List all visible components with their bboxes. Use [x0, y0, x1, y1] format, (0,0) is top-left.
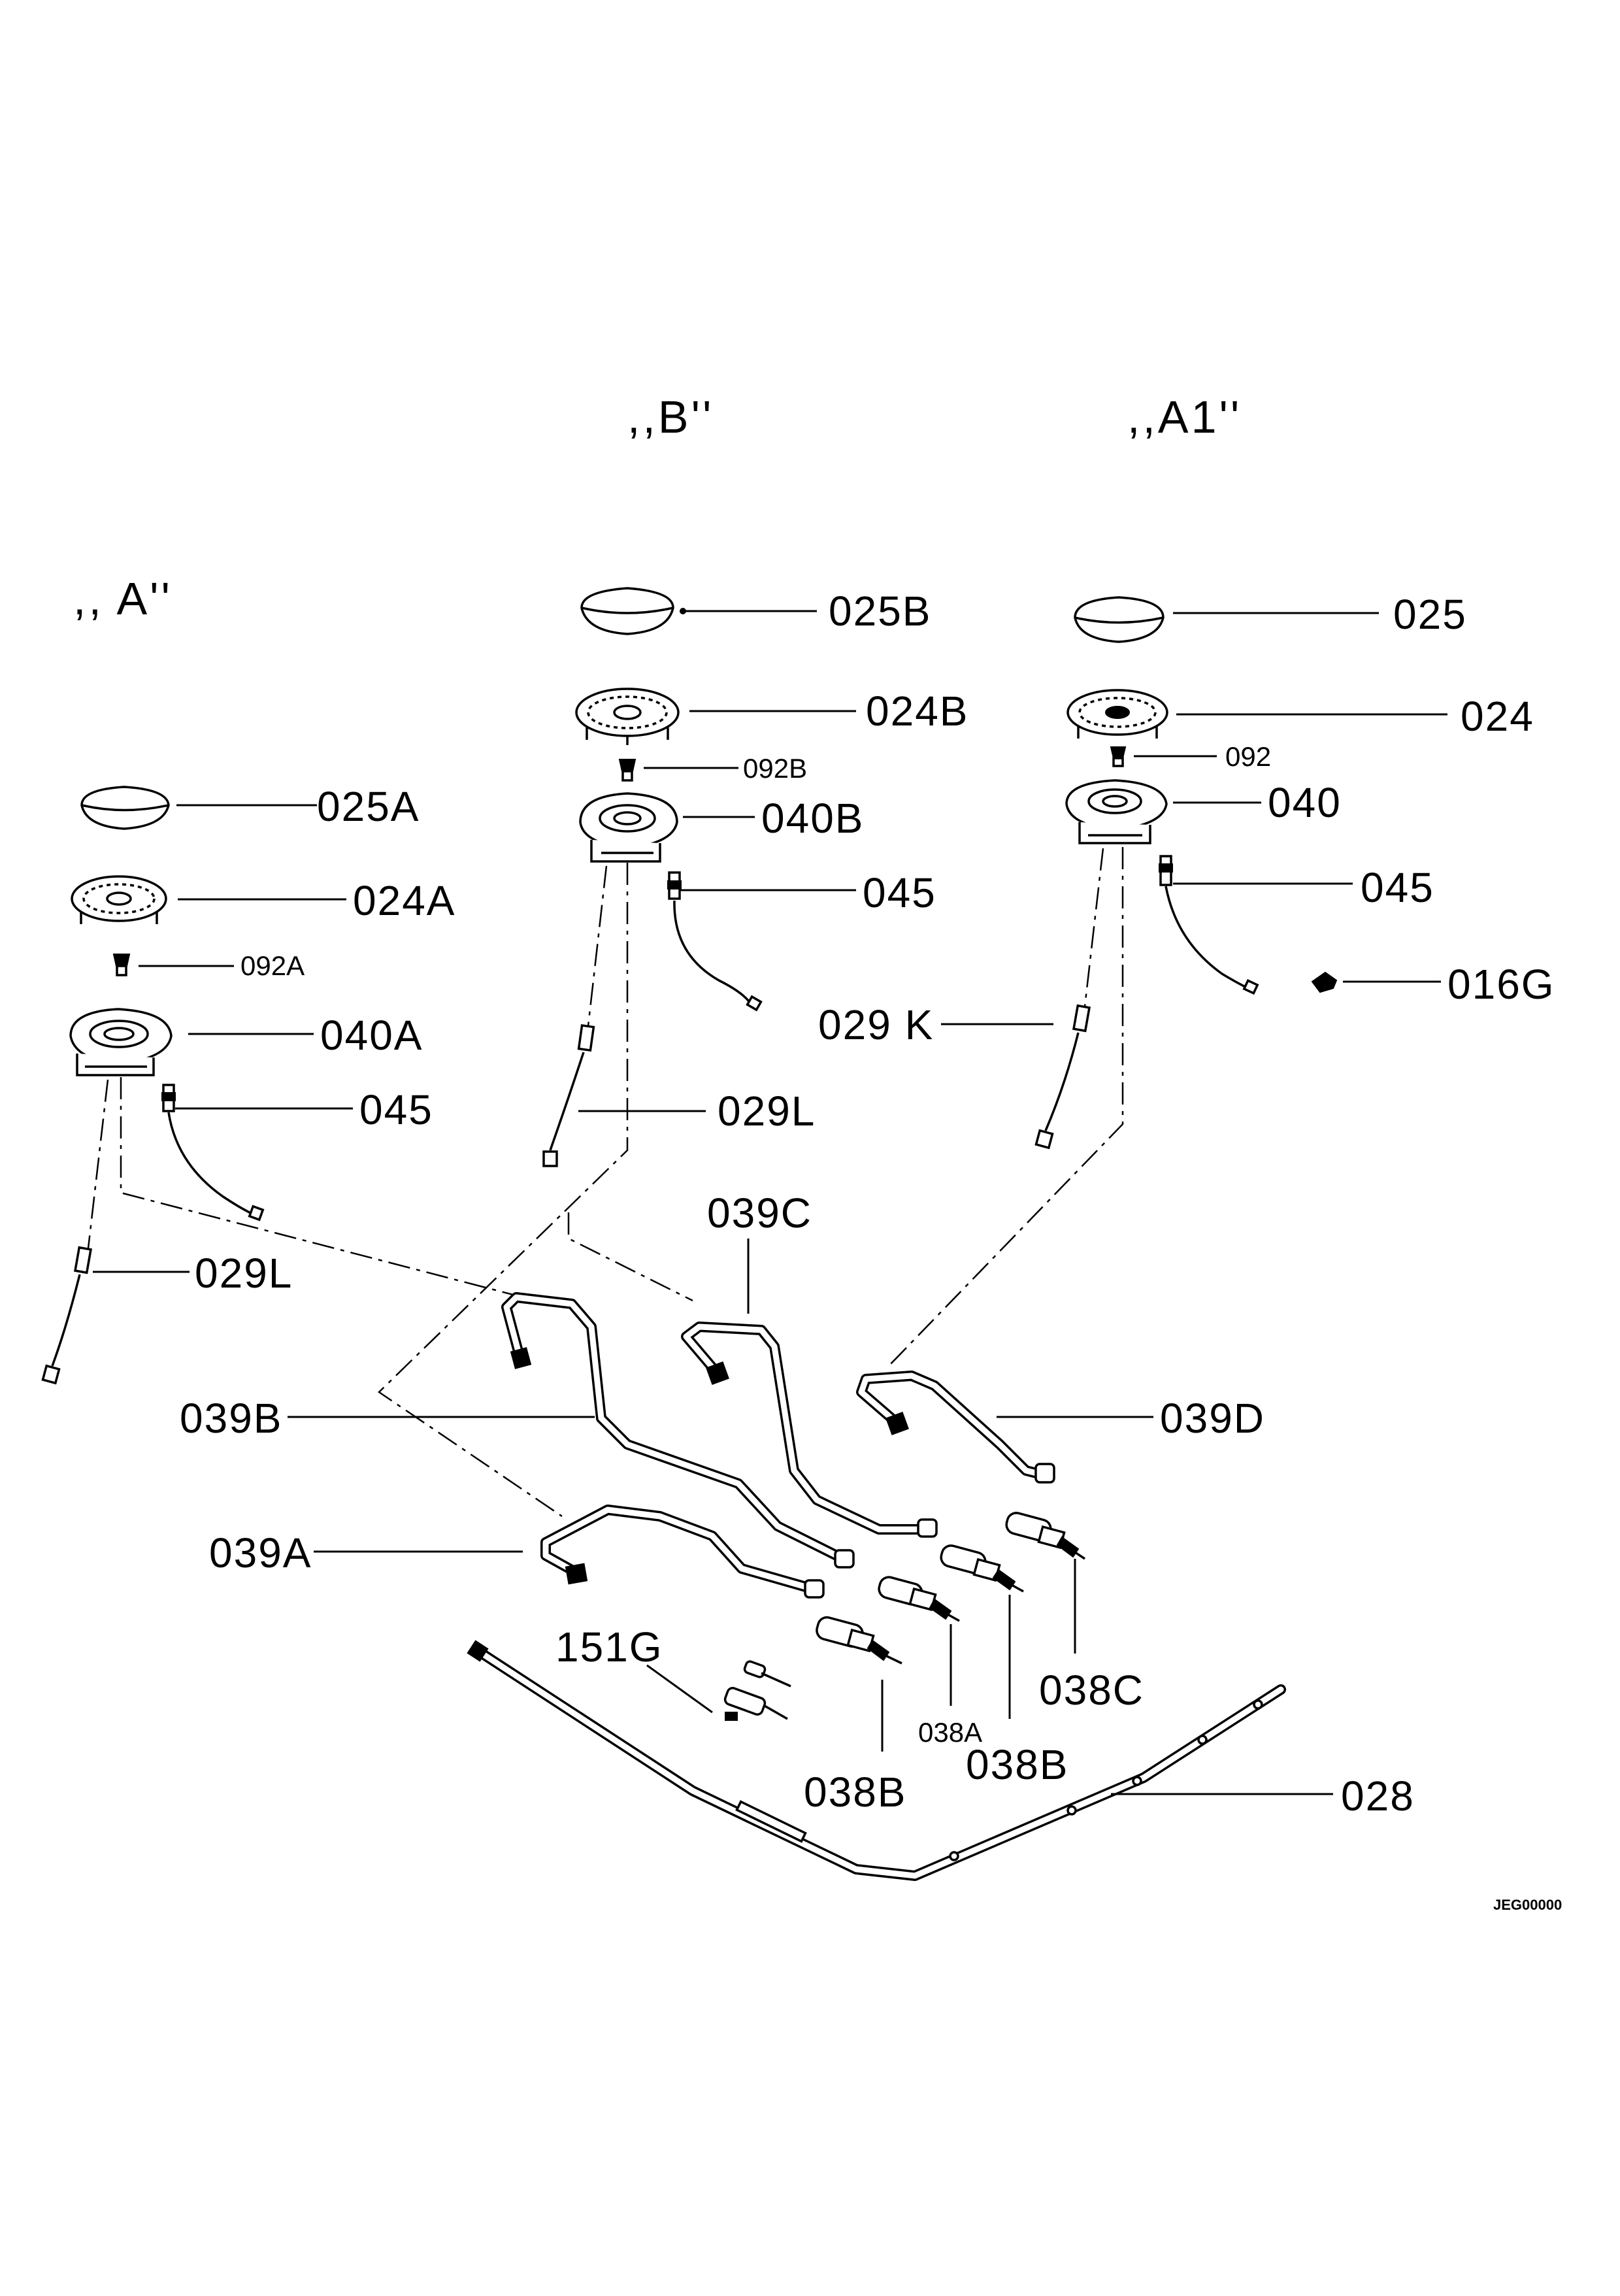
- label-040a: 040A: [320, 1012, 423, 1059]
- thermocouple-045-a1: [1159, 855, 1259, 995]
- ignition-electrode-029l-a: [41, 1079, 109, 1385]
- label-024b: 024B: [866, 688, 968, 735]
- label-025b: 025B: [829, 588, 931, 635]
- label-025: 025: [1393, 591, 1467, 638]
- leader-dot-025b: [680, 608, 686, 614]
- label-040b: 040B: [761, 795, 864, 842]
- burner-body-040: [1065, 779, 1168, 844]
- burner-cap-025: [1074, 596, 1165, 643]
- gas-tap-038a: [878, 1576, 960, 1622]
- label-151g: 151G: [555, 1623, 663, 1671]
- label-045-a1: 045: [1361, 864, 1434, 911]
- ignition-switch-151g: [723, 1660, 791, 1721]
- label-040: 040: [1268, 779, 1342, 826]
- burner-crown-024a: [71, 875, 167, 924]
- label-029l-b: 029L: [718, 1088, 816, 1135]
- gas-pipe-039c: [681, 1322, 938, 1538]
- gas-tap-038c: [1005, 1512, 1085, 1560]
- drawing-code: JEG00000: [1493, 1897, 1562, 1913]
- injector-092a: [112, 954, 131, 976]
- assembly-lines: [120, 847, 1124, 1518]
- label-039a: 039A: [209, 1529, 312, 1576]
- gas-manifold-028: [467, 1640, 1286, 1881]
- group-label-a1: ,,A1'': [1127, 391, 1242, 442]
- injector-092: [1110, 746, 1127, 767]
- gas-pipe-039a: [540, 1505, 825, 1599]
- burner-crown-024b: [575, 688, 680, 745]
- label-092a: 092A: [240, 950, 305, 981]
- burner-cap-025a: [80, 786, 170, 830]
- label-039c: 039C: [707, 1190, 812, 1237]
- gas-tap-038b-right: [940, 1544, 1024, 1593]
- label-038c: 038C: [1039, 1667, 1144, 1714]
- label-039d: 039D: [1160, 1395, 1265, 1442]
- burner-cap-025b: [580, 587, 674, 635]
- label-025a: 025A: [317, 783, 420, 830]
- label-045-a: 045: [359, 1086, 433, 1133]
- label-039b: 039B: [180, 1395, 282, 1442]
- group-label-a: ,, A'': [73, 573, 173, 624]
- label-038b-right: 038B: [966, 1741, 1068, 1788]
- ignition-electrode-029k: [1034, 848, 1104, 1150]
- label-092b: 092B: [743, 753, 807, 784]
- gas-pipe-039b: [501, 1292, 855, 1569]
- ignition-electrode-029l-b: [542, 865, 608, 1167]
- thermocouple-045-b: [667, 871, 763, 1012]
- label-045-b: 045: [863, 869, 936, 916]
- clip-016g: [1311, 971, 1338, 993]
- thermocouple-045-a: [161, 1084, 265, 1222]
- label-038a: 038A: [918, 1717, 982, 1748]
- burner-body-040a: [69, 1008, 173, 1076]
- label-092: 092: [1225, 741, 1271, 772]
- label-016g: 016G: [1447, 961, 1555, 1008]
- burner-body-040b: [579, 792, 678, 863]
- injector-092b: [618, 759, 636, 782]
- gas-pipe-039d: [856, 1371, 1055, 1484]
- label-029k: 029 K: [818, 1001, 934, 1048]
- label-029l-a: 029L: [195, 1250, 293, 1297]
- gas-tap-038b-left: [816, 1616, 902, 1665]
- label-028: 028: [1341, 1772, 1415, 1820]
- label-024a: 024A: [353, 877, 455, 924]
- label-038b-left: 038B: [804, 1769, 906, 1816]
- group-label-b: ,,B'': [627, 391, 714, 442]
- burner-crown-024: [1066, 689, 1168, 739]
- leader-151g: [646, 1664, 713, 1714]
- label-024: 024: [1461, 693, 1534, 740]
